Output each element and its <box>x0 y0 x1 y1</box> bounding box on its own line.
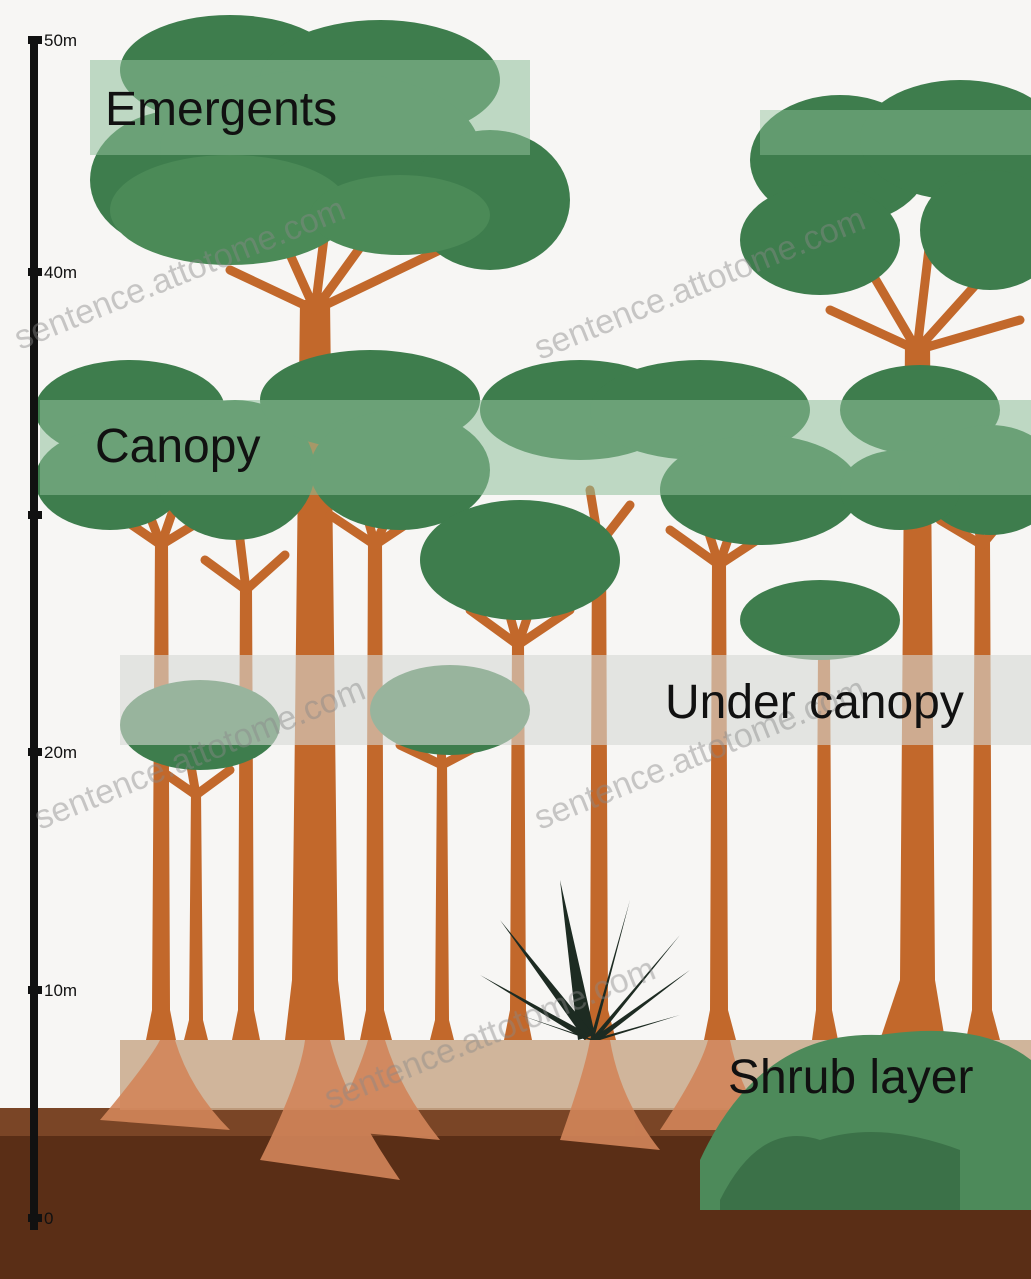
scale-tick <box>28 268 42 276</box>
scale-tick <box>28 748 42 756</box>
scale-tick-label: 20m <box>44 743 77 762</box>
scale-bar <box>30 40 38 1230</box>
scale-tick <box>28 1214 42 1222</box>
scale-tick-label: 10m <box>44 981 77 1000</box>
scale-tick <box>28 36 42 44</box>
label-under-canopy: Under canopy <box>665 676 964 729</box>
scale-tick-label: 0 <box>44 1209 53 1228</box>
scale-tick <box>28 511 42 519</box>
scale-tick-label: 50m <box>44 31 77 50</box>
scale-tick-label: 40m <box>44 263 77 282</box>
label-shrub-layer: Shrub layer <box>728 1051 973 1104</box>
scale-tick <box>28 986 42 994</box>
band-emergents-right <box>760 110 1031 155</box>
label-emergents: Emergents <box>105 83 337 136</box>
label-canopy: Canopy <box>95 420 260 473</box>
